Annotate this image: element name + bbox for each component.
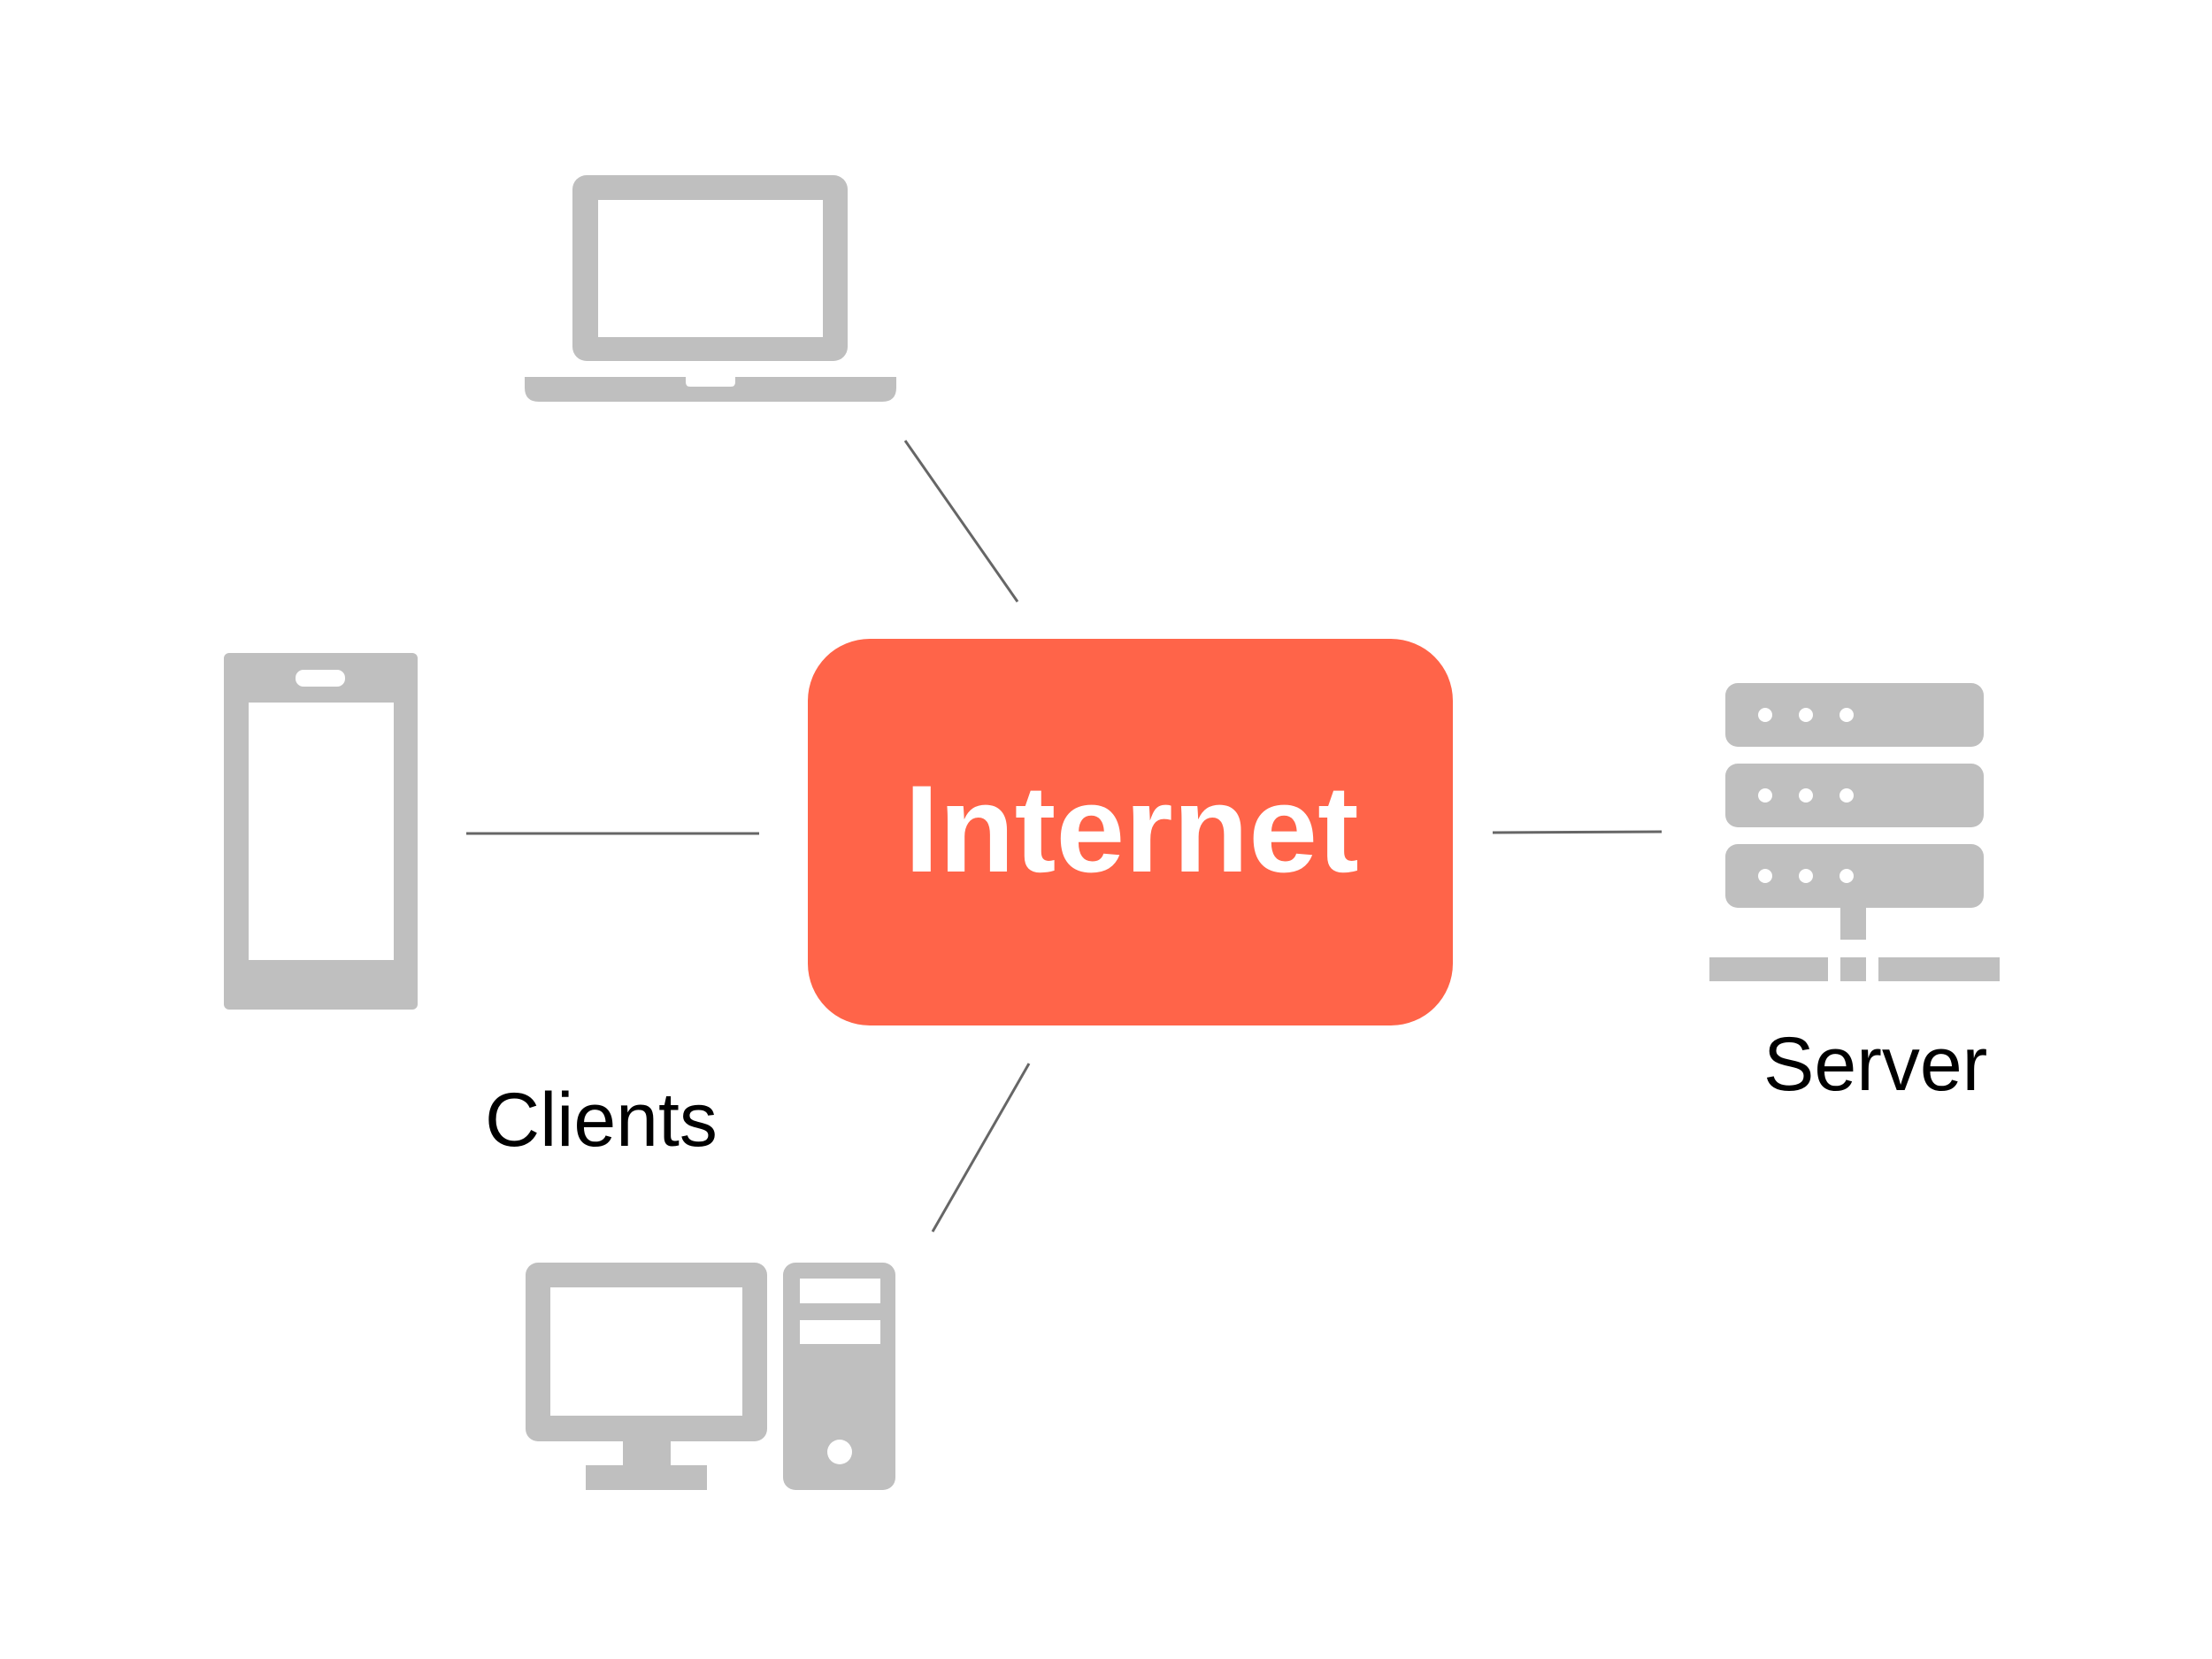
laptop-icon xyxy=(525,175,896,402)
internet-hub-box xyxy=(808,639,1453,1025)
connector-laptop-internet xyxy=(903,440,1019,603)
connector-desktop-internet xyxy=(931,1063,1031,1233)
smartphone-icon xyxy=(224,653,418,1010)
connector-internet-server xyxy=(1492,830,1663,834)
connectors xyxy=(466,440,1663,1233)
desktop-computer-icon xyxy=(526,1263,895,1490)
server-caption: Server xyxy=(1763,1022,1987,1107)
internet-hub-label: Internet xyxy=(904,759,1358,898)
clients-caption: Clients xyxy=(485,1078,718,1163)
internet-hub: Internet xyxy=(808,639,1453,1025)
server-rack-icon xyxy=(1709,683,2000,981)
